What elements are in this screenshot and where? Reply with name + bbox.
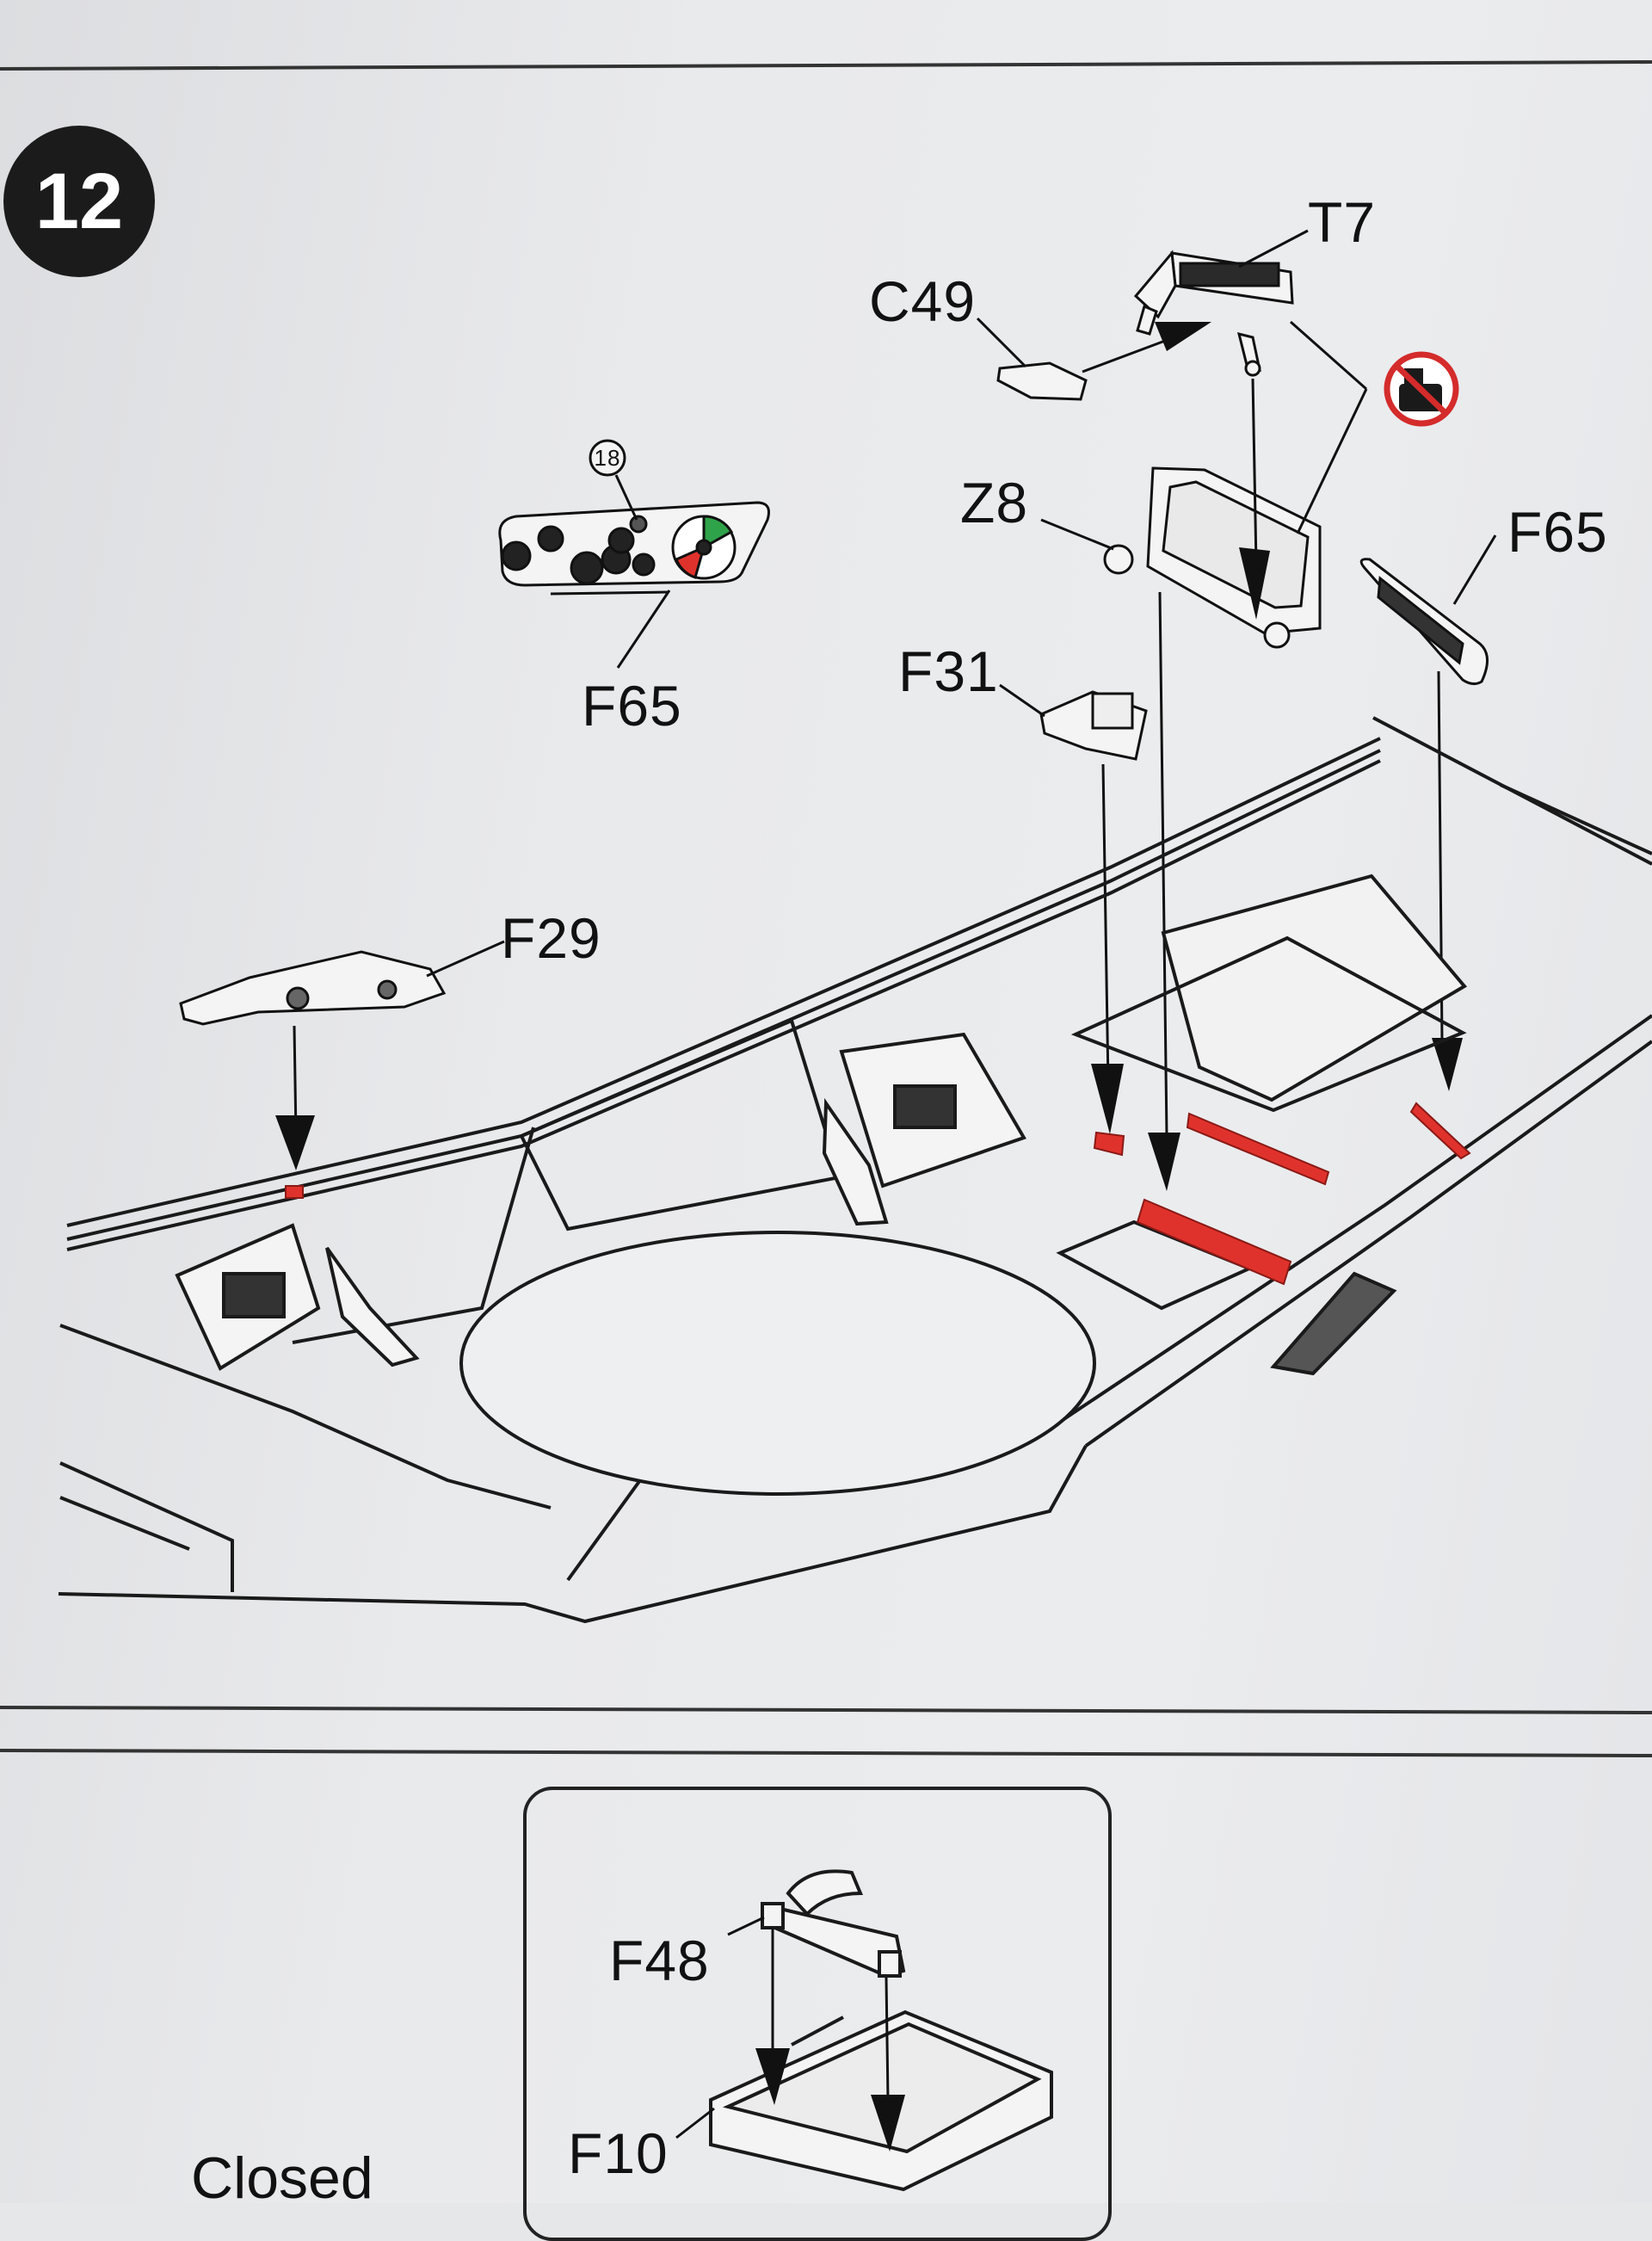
arrow-t7-to-z8-a: [1251, 378, 1258, 565]
t7-part: [1133, 250, 1294, 377]
no-glue-icon: [1384, 351, 1459, 427]
arrow-t7-to-z8-c: [1296, 388, 1368, 534]
decal-callout-circle: [589, 439, 626, 477]
arrow-f31: [1101, 763, 1110, 1085]
leader-f48: [727, 1916, 765, 1936]
leader-18: [614, 474, 638, 521]
arrow-head-f65: [1432, 1038, 1463, 1091]
arrow-c49-to-t7: [1082, 322, 1211, 374]
arrow-z8: [1158, 591, 1168, 1137]
label-z8: Z8: [960, 471, 1029, 534]
arrow-t7-to-z8-b: [1290, 320, 1367, 391]
label-c49: C49: [869, 269, 977, 333]
label-f10: F10: [568, 2121, 669, 2185]
arrow-f48-b: [885, 1977, 890, 2101]
leader-c49: [976, 317, 1027, 368]
label-decal-18: 18: [594, 445, 621, 471]
leader-f31: [999, 683, 1045, 718]
label-f48: F48: [609, 1929, 710, 1992]
arrow-head-t7-z8: [1239, 547, 1270, 620]
arrow-head-z8: [1148, 1133, 1180, 1191]
f31-part: [1039, 690, 1148, 761]
f65-part: [1359, 558, 1489, 686]
seat-left: [175, 1223, 420, 1371]
instrument-panel-part: [498, 501, 770, 596]
leader-f65-panel: [616, 590, 671, 669]
f29-part: [179, 950, 447, 1026]
caption-closed: Closed: [191, 2145, 373, 2211]
section-divider-2: [0, 1749, 1652, 1757]
c49-part: [996, 361, 1088, 401]
label-f65-panel: F65: [582, 674, 682, 738]
seat-right: [822, 1032, 1026, 1226]
leader-t7: [1238, 229, 1309, 269]
top-divider: [0, 60, 1652, 71]
z8-part: [1103, 466, 1322, 649]
label-f31: F31: [898, 639, 999, 703]
label-f29: F29: [501, 906, 601, 970]
leader-z8: [1040, 518, 1114, 551]
step-number-badge: 12: [3, 126, 155, 277]
arrow-head-f29: [275, 1115, 315, 1170]
arrow-head-f48-a: [755, 2048, 790, 2105]
arrow-head-f48-b: [871, 2095, 905, 2151]
leader-f65-top: [1452, 534, 1497, 605]
red-highlights: [285, 1102, 1471, 1286]
label-t7: T7: [1308, 190, 1377, 254]
leader-f10: [675, 2107, 715, 2139]
arrow-head-f31: [1091, 1064, 1124, 1134]
label-f65-top-right: F65: [1507, 500, 1608, 564]
leader-f29: [426, 940, 505, 978]
f48-part: [761, 1869, 906, 1979]
section-divider-1: [0, 1706, 1652, 1714]
hull-body: [58, 716, 1652, 1624]
